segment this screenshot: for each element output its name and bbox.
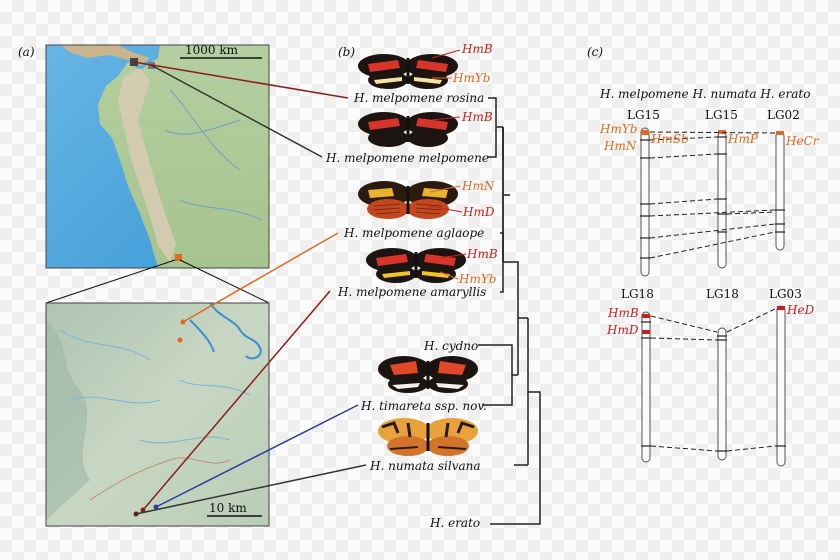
chrom-label-bottom-0: LG18 [621,287,654,301]
chrom-label-bottom-1: LG18 [706,287,739,301]
phylogeny-tree [478,97,541,525]
taxon-cydno: H. cydno [423,339,478,353]
locus-top-hecr: HeCr [785,134,820,148]
chrom-label-top-0: LG15 [627,108,660,122]
chromosomes-bottom [641,305,786,467]
species-header: H. melpomene H. numata H. erato [599,87,810,101]
chrom-label-top-1: LG15 [705,108,738,122]
scale-bar-top-label: 1000 km [185,43,239,57]
locus-aglaope-hmn: HmN [461,179,495,193]
locus-bottom-hmd: HmD [606,323,639,337]
taxon-rosina: H. melpomene rosina [353,91,484,105]
taxon-aglaope: H. melpomene aglaope [343,226,484,240]
taxon-timareta: H. timareta ssp. nov. [360,399,487,413]
butterfly-melpomene [358,112,458,147]
inset-map: 10 km [45,302,270,527]
zoom-line-right [179,259,270,304]
locus-amaryllis-hmyb: HmYb [458,272,496,286]
map-connectors [133,61,367,515]
scale-bar-bottom-label: 10 km [209,501,247,515]
taxon-amaryllis: H. melpomene amaryllis [337,285,486,299]
locus-top-hmn: HmN [603,139,637,153]
site-aglaope [177,337,183,343]
butterfly-aglaope [358,181,458,219]
overview-map: 1000 km [45,43,270,269]
locus-rosina-hmb: HmB [461,42,493,56]
locus-top-hmyb: HmYb [599,122,637,136]
taxon-melpomene: H. melpomene melpomene [325,151,489,165]
butterfly-timareta [378,356,478,393]
panel-b-label: (b) [338,45,355,59]
locus-top-hmsb: HmSb [650,132,689,146]
locus-pointers [429,49,467,280]
butterfly-rosina [358,54,458,89]
locus-rosina-hmyb: HmYb [452,71,490,85]
locus-amaryllis-hmb: HmB [466,247,498,261]
river-main [189,302,262,360]
locus-bottom-hed: HeD [786,303,815,317]
locus-melpomene-hmb: HmB [461,110,493,124]
butterfly-silvana [378,418,478,456]
taxon-silvana: H. numata silvana [369,459,481,473]
locus-aglaope-hmd: HmD [462,205,495,219]
locus-top-hmp: HmP [727,132,759,146]
chrom-label-bottom-2: LG03 [769,287,802,301]
butterfly-amaryllis [366,248,466,283]
locus-bottom-hmb: HmB [607,306,639,320]
inset-location-marker [175,254,182,261]
chromosomes-top [640,127,785,277]
taxon-erato: H. erato [429,516,480,530]
chrom-label-top-2: LG02 [767,108,800,122]
panel-a-label: (a) [18,45,35,59]
panel-c-label: (c) [587,45,603,59]
zoom-line-left [45,259,176,304]
